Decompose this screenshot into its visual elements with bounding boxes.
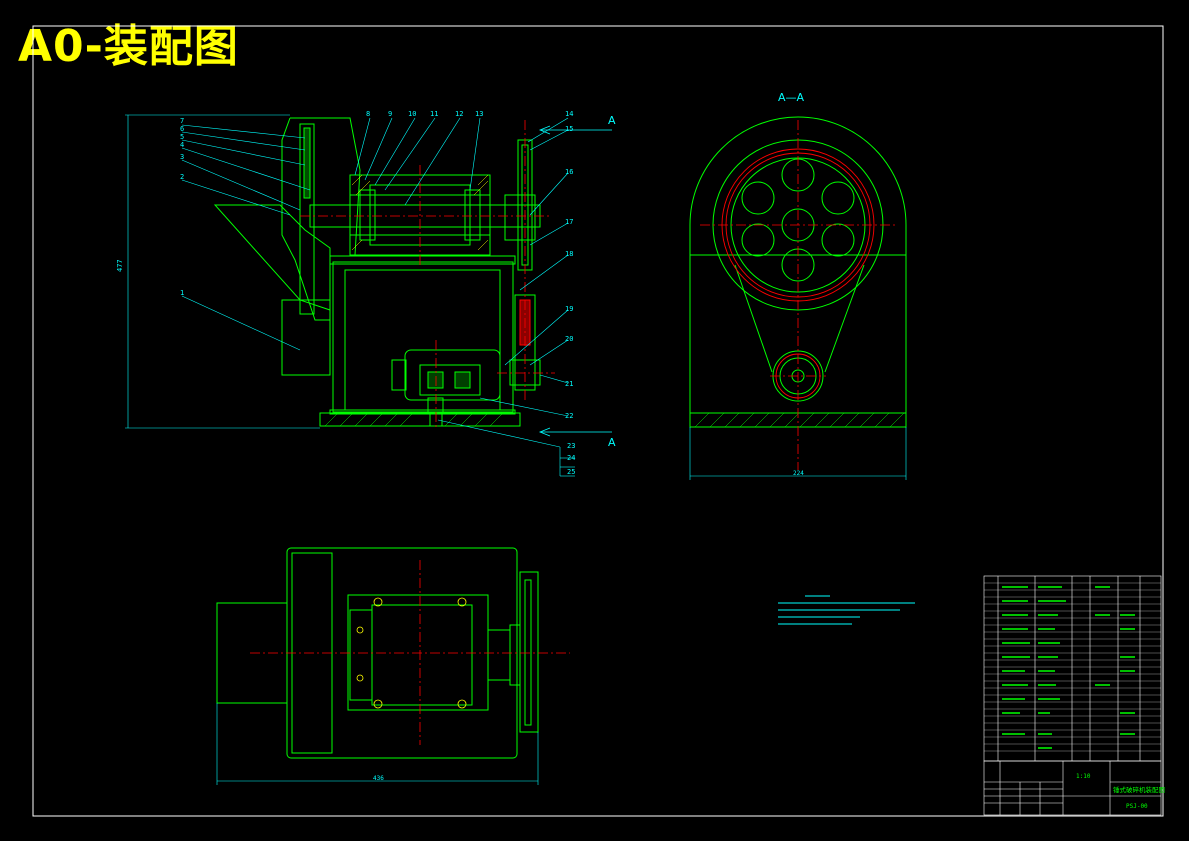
title-block <box>983 760 1162 816</box>
part-label: 7 <box>180 117 184 125</box>
part-label: 19 <box>565 305 573 313</box>
front-view <box>213 117 541 427</box>
part-label: 1 <box>180 289 184 297</box>
part-label: 13 <box>475 110 483 118</box>
part-label: 8 <box>366 110 370 118</box>
part-label: 2 <box>180 173 184 181</box>
plan-width-dimension: 436 <box>373 775 384 782</box>
part-label: 23 <box>567 442 575 450</box>
part-label: 21 <box>565 380 573 388</box>
part-label: 4 <box>180 141 184 149</box>
height-dimension: 477 <box>116 259 124 272</box>
part-label: 16 <box>565 168 573 176</box>
drawing-title: A0-装配图 <box>18 21 239 72</box>
drawing-scale: 1:10 <box>1076 773 1091 780</box>
part-label: 18 <box>565 250 573 258</box>
section-label-bottom: A <box>608 436 616 449</box>
part-label: 25 <box>567 468 575 476</box>
section-label-top: A <box>608 114 616 127</box>
side-width-dimension: 224 <box>793 470 804 477</box>
part-label: 11 <box>430 110 438 118</box>
drawing-name: 锤式破碎机装配图 <box>1113 785 1165 794</box>
part-label: 6 <box>180 125 184 133</box>
part-label: 17 <box>565 218 573 226</box>
part-label: 15 <box>565 125 573 133</box>
drawing-number: PSJ-00 <box>1126 803 1148 810</box>
part-label: 24 <box>567 454 575 462</box>
section-view-label: A—A <box>778 91 805 104</box>
part-label: 12 <box>455 110 463 118</box>
part-label: 10 <box>408 110 416 118</box>
drawing-frame <box>32 25 1164 817</box>
leader-lines <box>181 117 575 477</box>
part-label: 22 <box>565 412 573 420</box>
part-label: 20 <box>565 335 573 343</box>
part-label: 5 <box>180 133 184 141</box>
parts-list-text <box>1002 586 1135 749</box>
parts-list <box>983 575 1162 762</box>
technical-notes <box>778 595 915 625</box>
part-label: 9 <box>388 110 392 118</box>
parts-list-rows <box>984 582 1161 752</box>
part-label: 14 <box>565 110 573 118</box>
part-label: 3 <box>180 153 184 161</box>
